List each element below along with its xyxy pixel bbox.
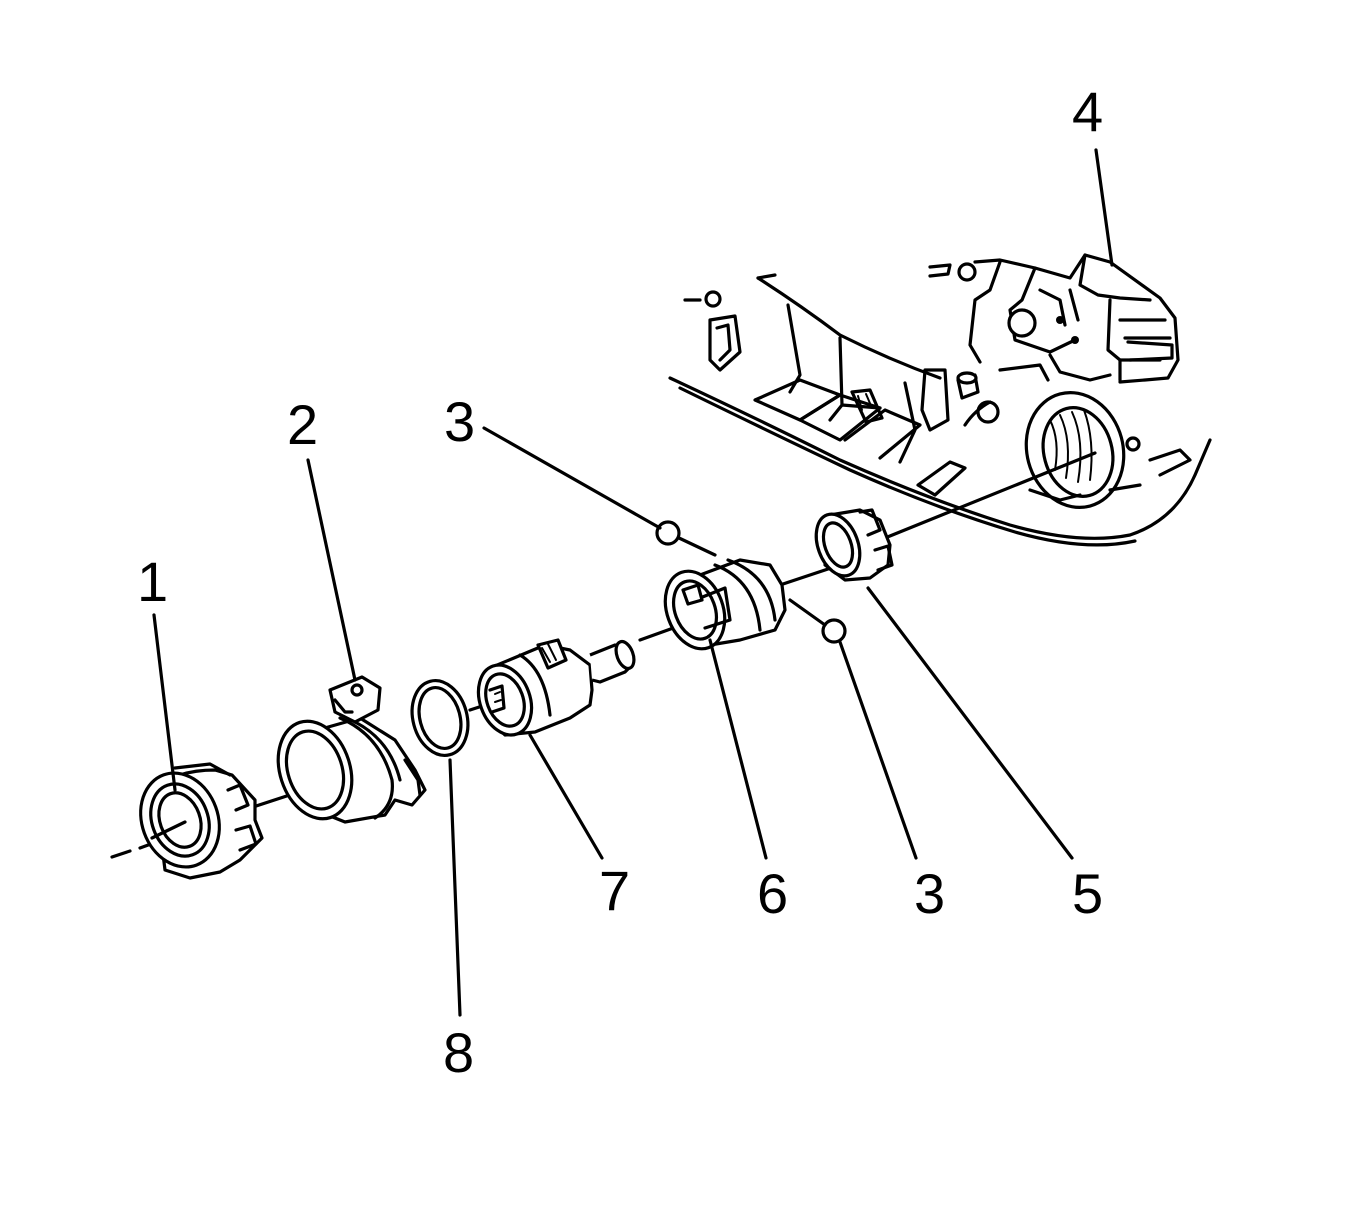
callout-5: 5 (1072, 862, 1103, 925)
callout-3-lower: 3 (914, 862, 945, 925)
callout-2: 2 (287, 393, 318, 456)
steering-column-housing (668, 253, 1212, 547)
callout-1: 1 (137, 550, 168, 613)
part-3-lower-seal (821, 618, 847, 644)
callout-6: 6 (757, 862, 788, 925)
callout-8: 8 (443, 1021, 474, 1084)
part-1-retaining-nut (139, 762, 264, 880)
part-2-lock-housing (276, 675, 427, 824)
part-3-upper-seal (655, 520, 681, 546)
part-8-o-ring (410, 679, 470, 757)
callout-7: 7 (599, 859, 630, 922)
part-5-bushing (814, 508, 894, 582)
callout-3-upper: 3 (444, 390, 475, 453)
part-7-lock-cylinder (476, 638, 636, 737)
leader-lines (152, 148, 1114, 1017)
callout-4: 4 (1072, 80, 1103, 143)
part-6-cylinder-sleeve (663, 558, 787, 651)
callout-labels: 1 2 3 4 5 6 3 7 8 (137, 80, 1103, 1084)
